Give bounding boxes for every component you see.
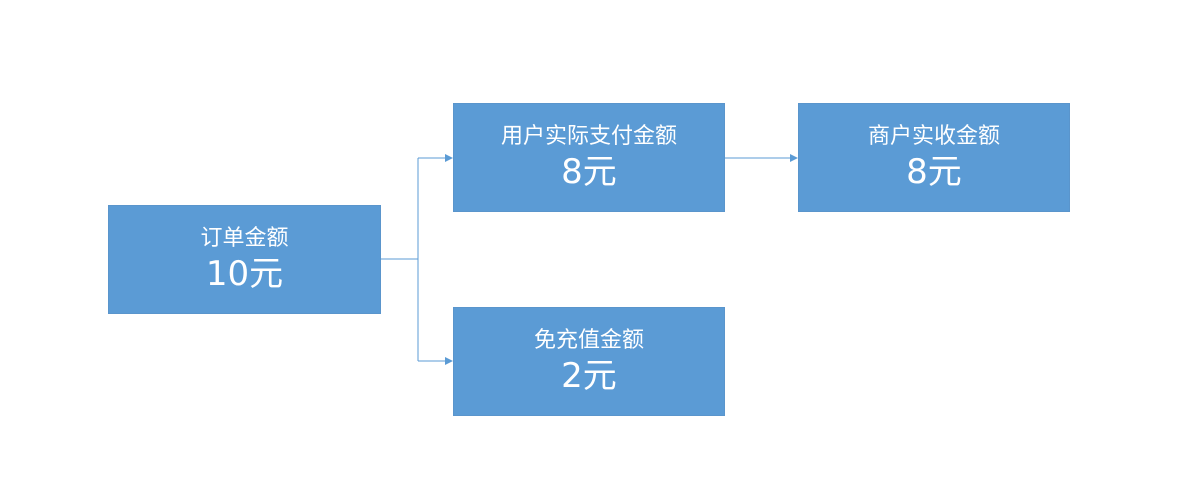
merchant-received-amount-label: 商户实收金额	[867, 123, 1000, 149]
order-amount-label: 订单金额	[200, 225, 289, 251]
free-topup-amount-label: 免充值金额	[533, 327, 644, 353]
order-amount-value: 10元	[205, 253, 284, 294]
merchant-received-amount-box: 商户实收金额 8元	[798, 103, 1070, 212]
free-topup-amount-value: 2元	[561, 355, 617, 396]
order-amount-box: 订单金额 10元	[108, 205, 381, 314]
free-topup-amount-box: 免充值金额 2元	[453, 307, 725, 416]
user-paid-amount-box: 用户实际支付金额 8元	[453, 103, 725, 212]
merchant-received-amount-value: 8元	[906, 151, 962, 192]
user-paid-amount-label: 用户实际支付金额	[500, 123, 677, 149]
user-paid-amount-value: 8元	[561, 151, 617, 192]
